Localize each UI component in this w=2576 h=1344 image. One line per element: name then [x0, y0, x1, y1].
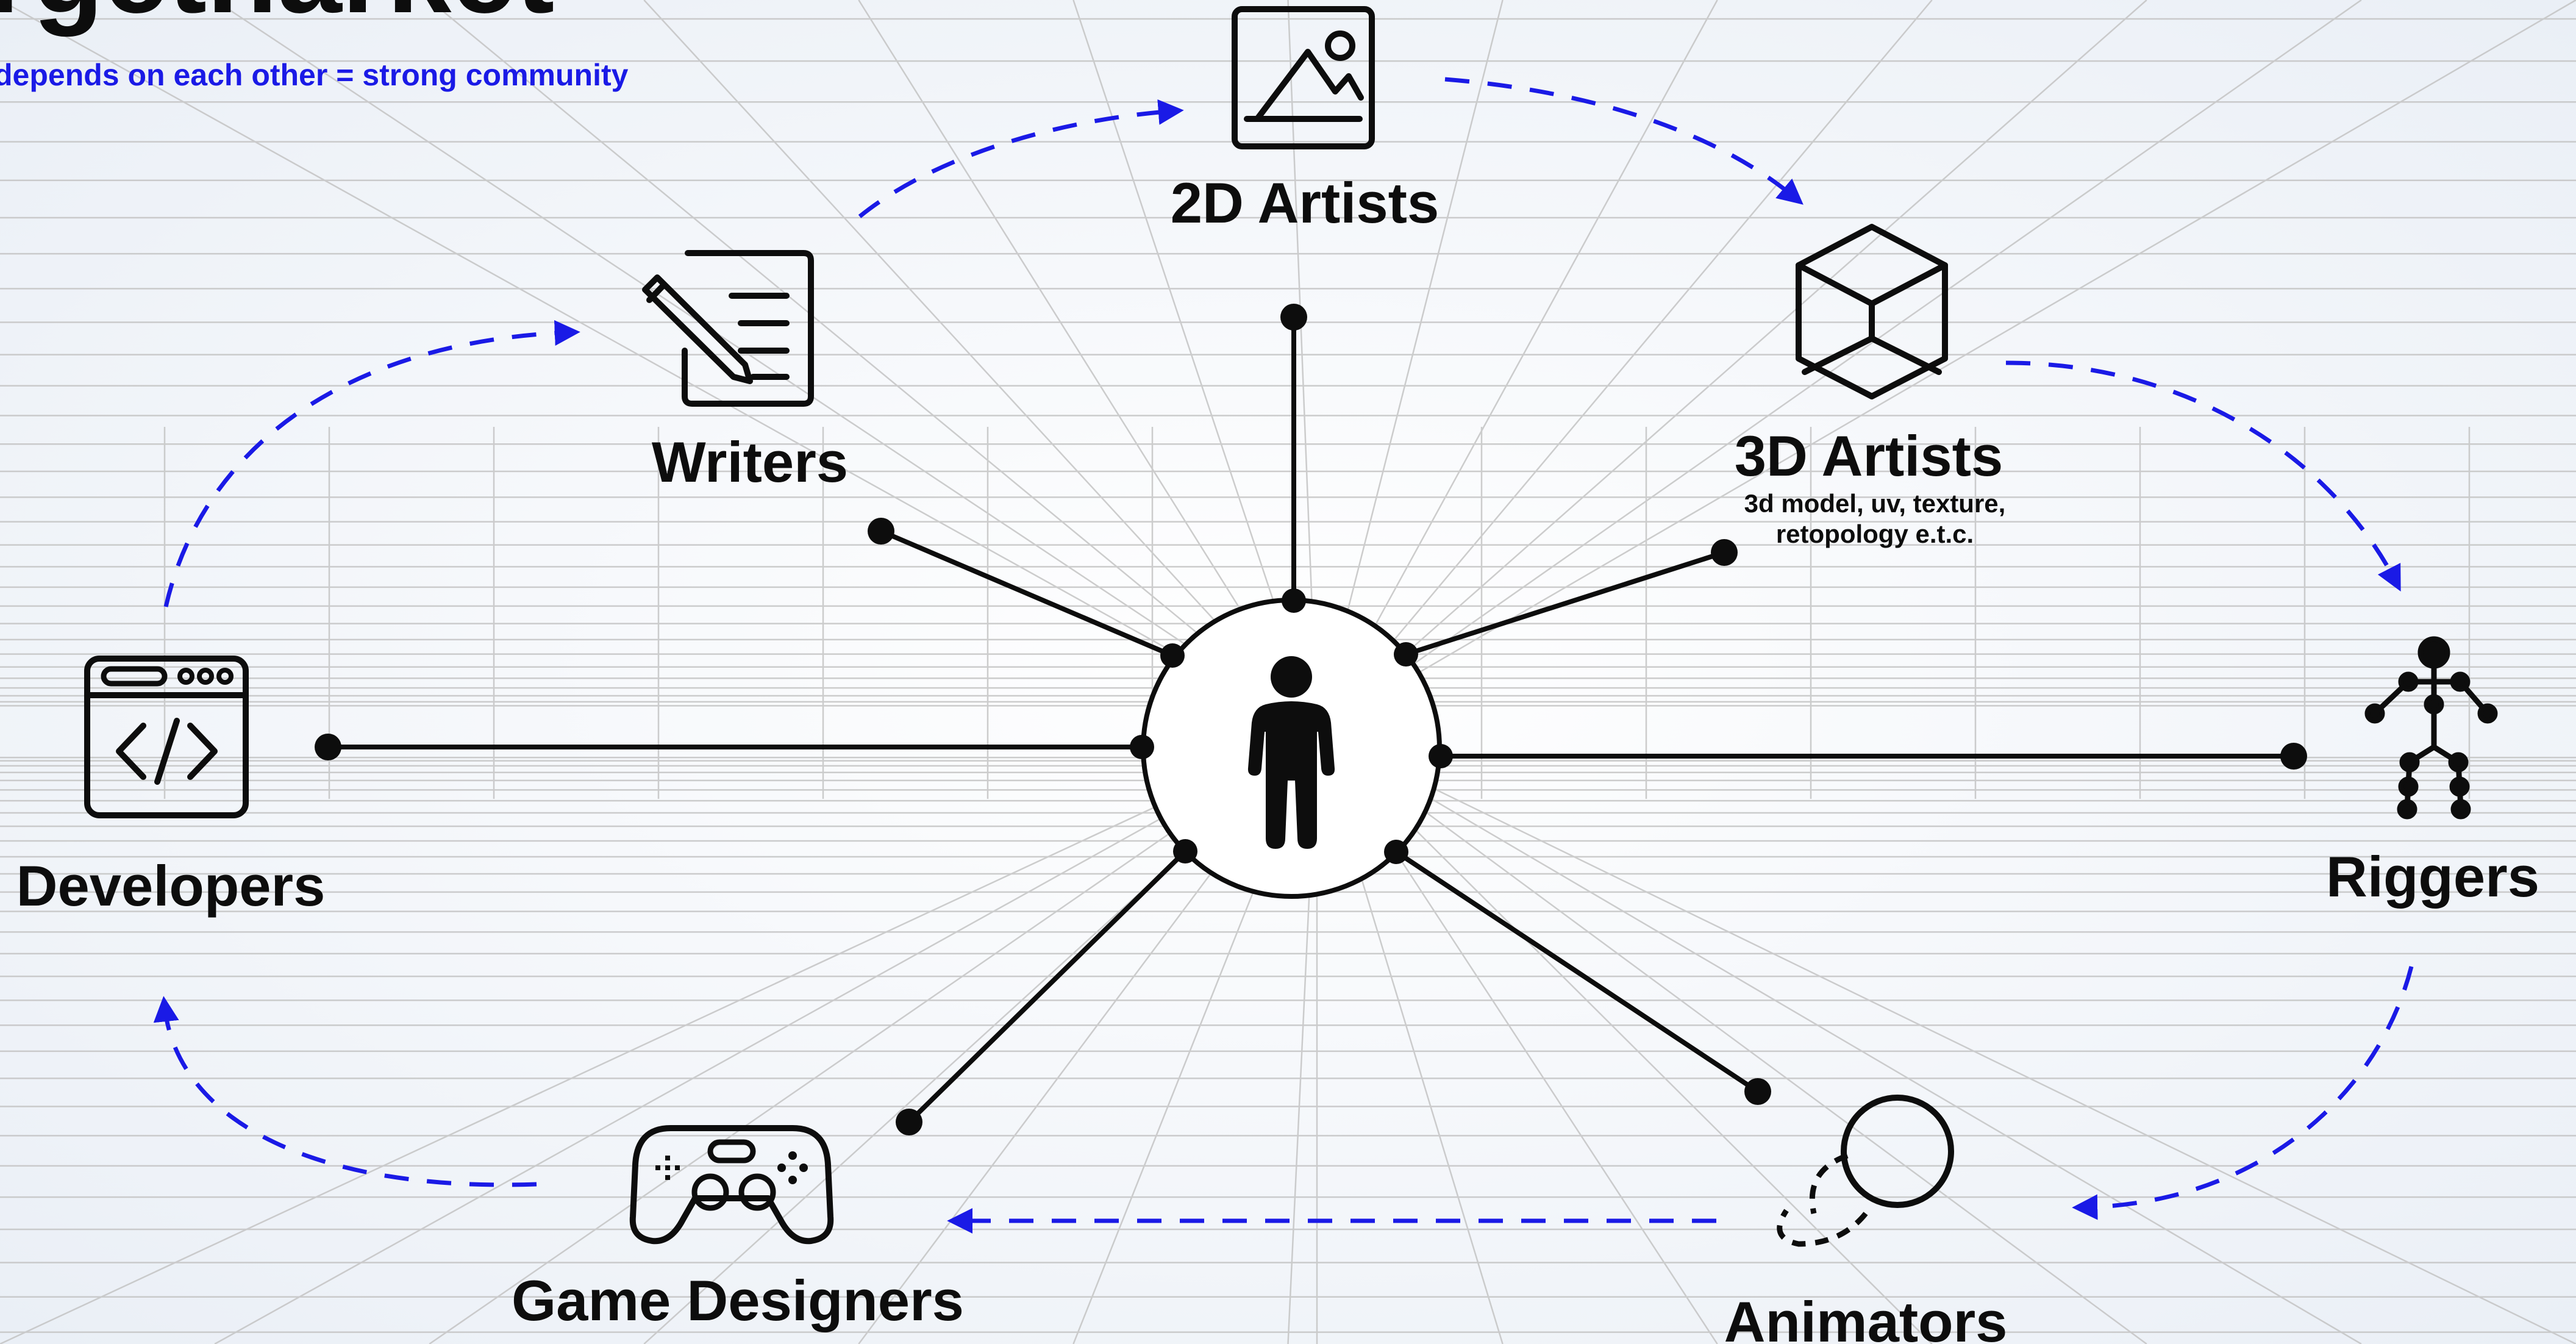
label-2d-artists: 2D Artists: [1171, 171, 1440, 235]
spokes: [328, 317, 2294, 1124]
dot-outer-riggers: [2280, 743, 2307, 770]
bouncing-ball-icon: [1777, 1095, 1954, 1247]
dot-inner-riggers: [1429, 744, 1453, 768]
grid-line: [214, 0, 1318, 733]
dot-outer-writers: [868, 518, 894, 545]
grid-line: [429, 0, 1318, 732]
code-window-icon: [84, 656, 249, 818]
grid-line: [1316, 0, 2362, 733]
grid-line: [1316, 731, 2576, 1344]
role-3d-artists: 3D Artists 3d model, uv, texture, retopo…: [1735, 224, 2006, 548]
dot-outer-2d-artists: [1280, 304, 1307, 331]
grid-line: [0, 0, 1318, 733]
spoke-animators: [1394, 849, 1760, 1094]
label-riggers: Riggers: [2326, 845, 2539, 909]
spoke-dots: [315, 304, 2307, 1135]
arrow-riggers-to-animators: [2072, 966, 2414, 1220]
grid-line: [643, 0, 1318, 732]
spoke-writers: [880, 529, 1174, 658]
grid-line: [0, 731, 1318, 1344]
grid-line: [1316, 0, 1718, 732]
dot-inner-writers: [1160, 643, 1185, 668]
dot-inner-game-designers: [1173, 839, 1197, 863]
label-developers: Developers: [16, 854, 326, 918]
dot-outer-3d-artists: [1711, 539, 1738, 566]
grid-line: [1316, 0, 2576, 733]
dot-inner-animators: [1384, 840, 1408, 864]
role-animators: Animators: [1724, 1095, 2008, 1344]
grid-line: [214, 731, 1318, 1344]
dot-outer-game-designers: [896, 1109, 922, 1135]
dot-outer-animators: [1744, 1078, 1771, 1105]
arrow-game-designers-to-developers: [153, 996, 537, 1187]
dot-inner-developers: [1130, 735, 1154, 759]
person-icon: [1247, 656, 1335, 849]
arrow-developers-to-writers: [163, 320, 580, 607]
label-animators: Animators: [1724, 1290, 2008, 1344]
role-developers: Developers: [16, 656, 326, 918]
role-2d-artists: 2D Artists: [1171, 6, 1440, 235]
label-game-designers: Game Designers: [512, 1268, 964, 1332]
gamepad-icon: [629, 1125, 834, 1245]
dot-inner-3d: [1394, 642, 1418, 667]
image-icon: [1232, 6, 1375, 149]
grid-line: [1316, 731, 1933, 1344]
dot-outer-developers: [315, 734, 341, 760]
label-3d-artists: 3D Artists: [1735, 424, 2003, 488]
arrow-writers-to-2d: [858, 99, 1184, 218]
label-3d-artists-detail-2: retopology e.t.c.: [1776, 520, 1974, 548]
arrow-2d-to-3d: [1444, 77, 1804, 205]
grid-line: [1316, 0, 2147, 732]
dot-inner-top: [1282, 588, 1306, 613]
role-game-designers: Game Designers: [512, 1125, 964, 1332]
title-fragment: rgetnarket: [0, 0, 554, 37]
role-riggers: Riggers: [2326, 636, 2539, 909]
cube-icon: [1796, 224, 1948, 399]
flow-arrows: [153, 77, 2414, 1234]
skeleton-icon: [2364, 636, 2498, 820]
grid-line: [1316, 0, 1933, 732]
grid-line: [1316, 731, 2362, 1344]
grid-line: [1316, 731, 2147, 1344]
label-writers: Writers: [652, 430, 848, 494]
spoke-3d-artists: [1405, 550, 1725, 657]
role-writers: Writers: [642, 250, 848, 494]
document-pencil-icon: [642, 250, 814, 407]
spoke-game-designers: [907, 849, 1187, 1124]
community-note: depends on each other = strong community: [0, 58, 629, 92]
label-3d-artists-detail-1: 3d model, uv, texture,: [1744, 489, 2006, 518]
